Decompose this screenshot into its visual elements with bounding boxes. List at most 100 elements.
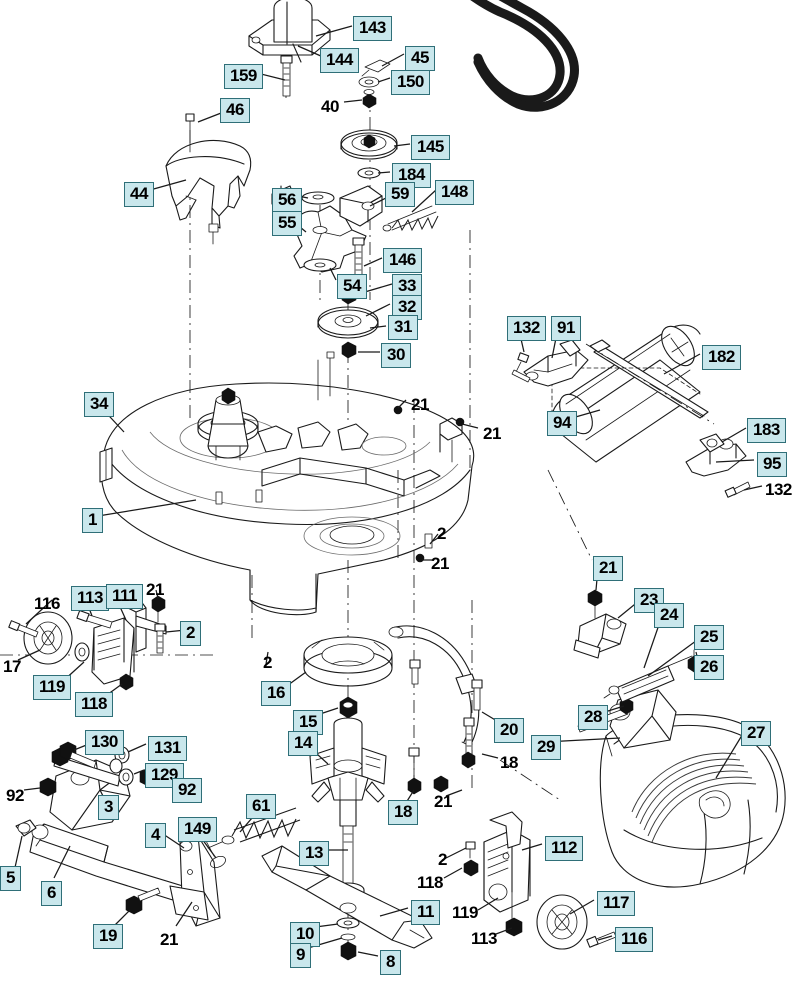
- callout-145: 145: [411, 135, 450, 160]
- callout-20: 20: [494, 718, 524, 743]
- bracket-95: [685, 433, 747, 477]
- washer-184: [357, 167, 381, 179]
- callout-46: 46: [220, 98, 250, 123]
- bolt-113-right: [505, 917, 523, 937]
- roller-assembly-94: [551, 324, 715, 463]
- callout-61: 61: [246, 794, 276, 819]
- callout-2: 2: [263, 653, 272, 672]
- callout-118: 118: [417, 873, 443, 892]
- callout-21: 21: [160, 930, 178, 949]
- callout-21: 21: [431, 554, 449, 573]
- callout-143: 143: [353, 16, 392, 41]
- callout-26: 26: [694, 655, 724, 680]
- callout-3: 3: [98, 795, 119, 820]
- bracket-91: [523, 339, 589, 387]
- callout-11: 11: [411, 900, 440, 925]
- nut-118-right: [463, 859, 479, 877]
- hardware-stack-45-150-40: [358, 59, 391, 109]
- callout-9: 9: [290, 943, 311, 968]
- spring-24-25: [603, 655, 693, 703]
- callout-118: 118: [75, 692, 113, 717]
- gauge-wheel-left-117: [23, 611, 90, 665]
- callout-94: 94: [547, 411, 577, 436]
- nut-118-left: [119, 673, 134, 691]
- callout-150: 150: [391, 70, 430, 95]
- callout-16: 16: [261, 681, 291, 706]
- callout-119: 119: [33, 675, 71, 700]
- callout-21: 21: [593, 556, 623, 581]
- callout-44: 44: [124, 182, 154, 207]
- belt-shield-44: [165, 139, 252, 245]
- callout-15: 15: [293, 710, 323, 735]
- callout-113: 113: [471, 929, 497, 948]
- spindle-14: [309, 717, 387, 803]
- callout-2: 2: [438, 850, 447, 869]
- callout-56: 56: [272, 188, 302, 213]
- washer-56: [301, 191, 335, 205]
- nut-21-center: [433, 775, 449, 793]
- callout-21: 21: [146, 580, 164, 599]
- spring-148: [382, 205, 439, 232]
- callout-92: 92: [6, 786, 24, 805]
- washer-9: [340, 933, 356, 941]
- gauge-wheel-right-117: [536, 894, 588, 950]
- callout-24: 24: [654, 603, 684, 628]
- callout-117: 117: [597, 891, 635, 916]
- callout-28: 28: [578, 705, 608, 730]
- bolt-132-left: [511, 352, 531, 383]
- bolt-18-c: [471, 679, 483, 711]
- callout-132: 132: [507, 316, 546, 341]
- discharge-chute-27: [599, 689, 786, 888]
- bolt-18-b: [461, 717, 476, 769]
- callout-148: 148: [435, 180, 474, 205]
- pulley-145: [340, 129, 398, 160]
- washer-129: [118, 768, 134, 786]
- idler-pulley-31: [317, 306, 379, 339]
- bolt-21-left: [151, 595, 166, 623]
- callout-1: 1: [82, 508, 103, 533]
- callout-8: 8: [380, 950, 401, 975]
- lift-bracket-4: [169, 835, 221, 927]
- callout-21: 21: [483, 424, 501, 443]
- callout-23: 23: [634, 588, 664, 613]
- bolt-21-right: [587, 589, 603, 619]
- callout-10: 10: [290, 922, 320, 947]
- callout-144: 144: [320, 48, 359, 73]
- callout-95: 95: [757, 452, 787, 477]
- bolt-132-right: [724, 481, 751, 498]
- callout-92: 92: [172, 778, 202, 803]
- callout-31: 31: [388, 315, 418, 340]
- callout-146: 146: [383, 248, 422, 273]
- bolt-146: [352, 237, 365, 294]
- callout-29: 29: [531, 735, 561, 760]
- callout-129: 129: [145, 763, 184, 788]
- washer-54: [303, 258, 337, 272]
- callout-112: 112: [545, 836, 583, 861]
- washer-10: [336, 917, 360, 929]
- bolt-46: [185, 113, 195, 153]
- callout-132: 132: [765, 480, 792, 499]
- wheel-bracket-112: [483, 811, 531, 921]
- callout-21: 21: [434, 792, 452, 811]
- callout-14: 14: [288, 731, 318, 756]
- callout-116: 116: [34, 594, 60, 613]
- callout-111: 111: [106, 584, 143, 609]
- rods-30: [317, 351, 335, 401]
- callout-25: 25: [694, 625, 724, 650]
- callout-19: 19: [93, 924, 123, 949]
- callout-159: 159: [224, 64, 263, 89]
- callout-59: 59: [385, 182, 415, 207]
- nut-30: [341, 341, 357, 359]
- callout-119: 119: [452, 903, 478, 922]
- callout-130: 130: [85, 730, 124, 755]
- callout-149: 149: [178, 817, 217, 842]
- callout-4: 4: [145, 823, 166, 848]
- callout-183: 183: [747, 418, 786, 443]
- callout-2: 2: [180, 621, 201, 646]
- hinge-bracket-23: [573, 613, 627, 659]
- callout-34: 34: [84, 392, 114, 417]
- bolt-159: [280, 55, 293, 97]
- callout-131: 131: [148, 736, 187, 761]
- callout-54: 54: [337, 274, 367, 299]
